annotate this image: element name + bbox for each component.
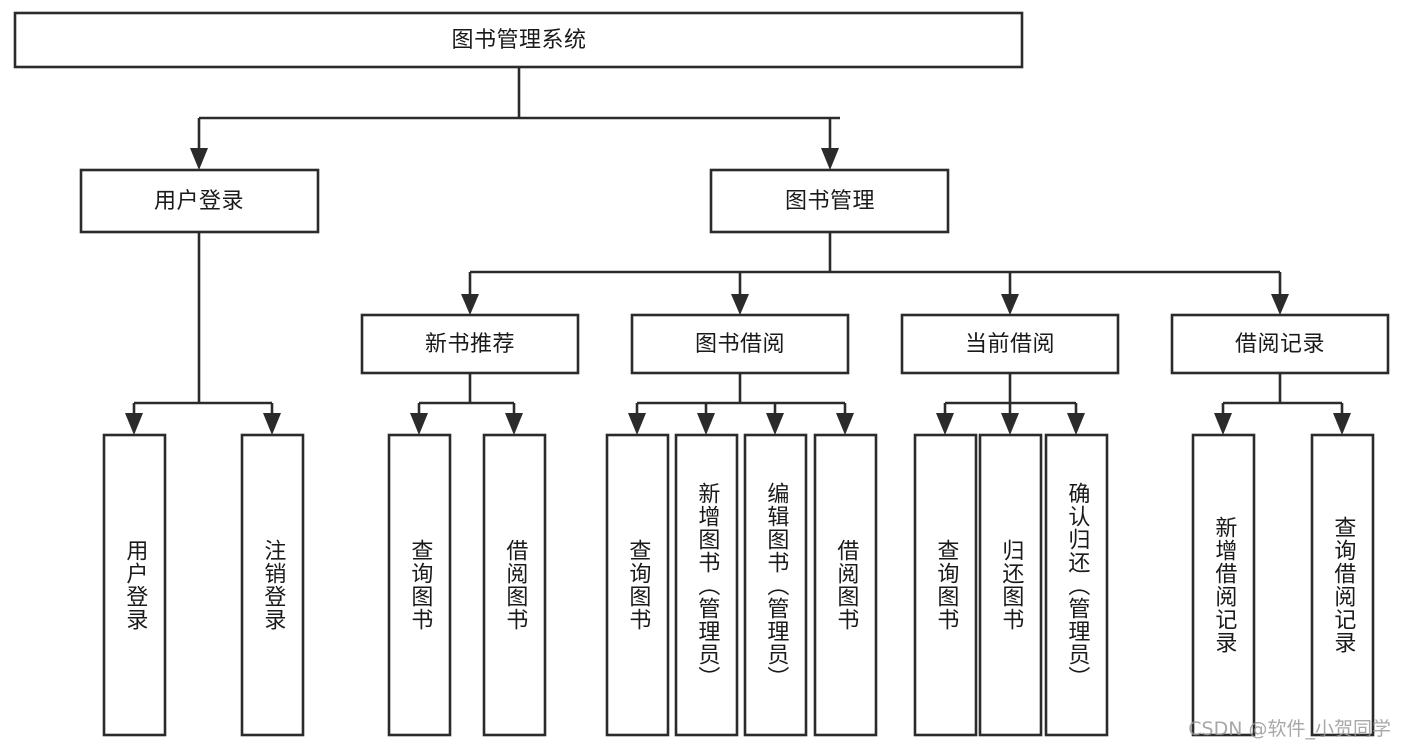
watermark-text: CSDN @软件_小贺同学: [1188, 718, 1391, 740]
leaf-box-layer: [102, 433, 1375, 737]
arrow-head-leaf-6: [697, 413, 715, 435]
node-leaf-8-box[interactable]: [813, 433, 878, 737]
arrow-head-record: [1271, 294, 1289, 315]
node-leaf-1-box[interactable]: [102, 433, 167, 737]
node-root[interactable]: 图书管理系统: [13, 11, 1024, 69]
node-current-label: 当前借阅: [965, 332, 1055, 357]
node-leaf-9-box[interactable]: [913, 433, 978, 737]
arrow-head-leaf-11: [1067, 413, 1085, 435]
node-bookmgmt-label: 图书管理: [785, 189, 875, 214]
arrow-head-login: [190, 148, 208, 170]
node-leaf-5-box[interactable]: [605, 433, 670, 737]
arrow-head-leaf-2: [263, 413, 281, 435]
node-root-box[interactable]: [13, 11, 1024, 69]
arrow-head-leaf-10: [1001, 413, 1019, 435]
node-newbook-label: 新书推荐: [425, 332, 515, 357]
node-leaf-2-box[interactable]: [240, 433, 305, 737]
node-record-box[interactable]: [1170, 313, 1390, 375]
node-record-label: 借阅记录: [1235, 332, 1325, 357]
node-bookmgmt-box[interactable]: [709, 168, 950, 234]
node-current-box[interactable]: [900, 313, 1120, 375]
node-leaf-13-box[interactable]: [1310, 433, 1375, 737]
node-borrow-box[interactable]: [630, 313, 850, 375]
node-newbook-box[interactable]: [360, 313, 580, 375]
arrow-head-leaf-13: [1333, 413, 1351, 435]
arrow-head-leaf-3: [410, 413, 428, 435]
node-leaf-10-box[interactable]: [978, 433, 1043, 737]
node-newbook[interactable]: 新书推荐: [360, 313, 580, 375]
node-borrow[interactable]: 图书借阅: [630, 313, 850, 375]
arrow-head-leaf-8: [836, 413, 854, 435]
node-leaf-6-box[interactable]: [674, 433, 739, 737]
arrow-head-leaf-9: [936, 413, 954, 435]
node-bookmgmt[interactable]: 图书管理: [709, 168, 950, 234]
node-leaf-3-box[interactable]: [387, 433, 452, 737]
node-leaf-12-box[interactable]: [1191, 433, 1256, 737]
node-login[interactable]: 用户登录: [79, 168, 320, 234]
arrow-head-current: [1001, 294, 1019, 315]
connector-layer: [125, 67, 1351, 435]
node-record[interactable]: 借阅记录: [1170, 313, 1390, 375]
node-root-label: 图书管理系统: [451, 28, 586, 53]
arrow-head-leaf-5: [628, 413, 646, 435]
arrow-head-newbook: [461, 294, 479, 315]
node-borrow-label: 图书借阅: [695, 332, 785, 357]
arrow-head-leaf-12: [1214, 413, 1232, 435]
node-leaf-7-box[interactable]: [743, 433, 808, 737]
arrow-head-leaf-1: [125, 413, 143, 435]
arrow-head-leaf-7: [766, 413, 784, 435]
arrow-head-leaf-4: [505, 413, 523, 435]
arrow-head-bookmgmt: [821, 148, 839, 170]
arrow-head-borrow: [731, 294, 749, 315]
node-current[interactable]: 当前借阅: [900, 313, 1120, 375]
node-login-box[interactable]: [79, 168, 320, 234]
node-login-label: 用户登录: [154, 189, 244, 214]
node-leaf-4-box[interactable]: [482, 433, 547, 737]
node-leaf-11-box[interactable]: [1044, 433, 1109, 737]
